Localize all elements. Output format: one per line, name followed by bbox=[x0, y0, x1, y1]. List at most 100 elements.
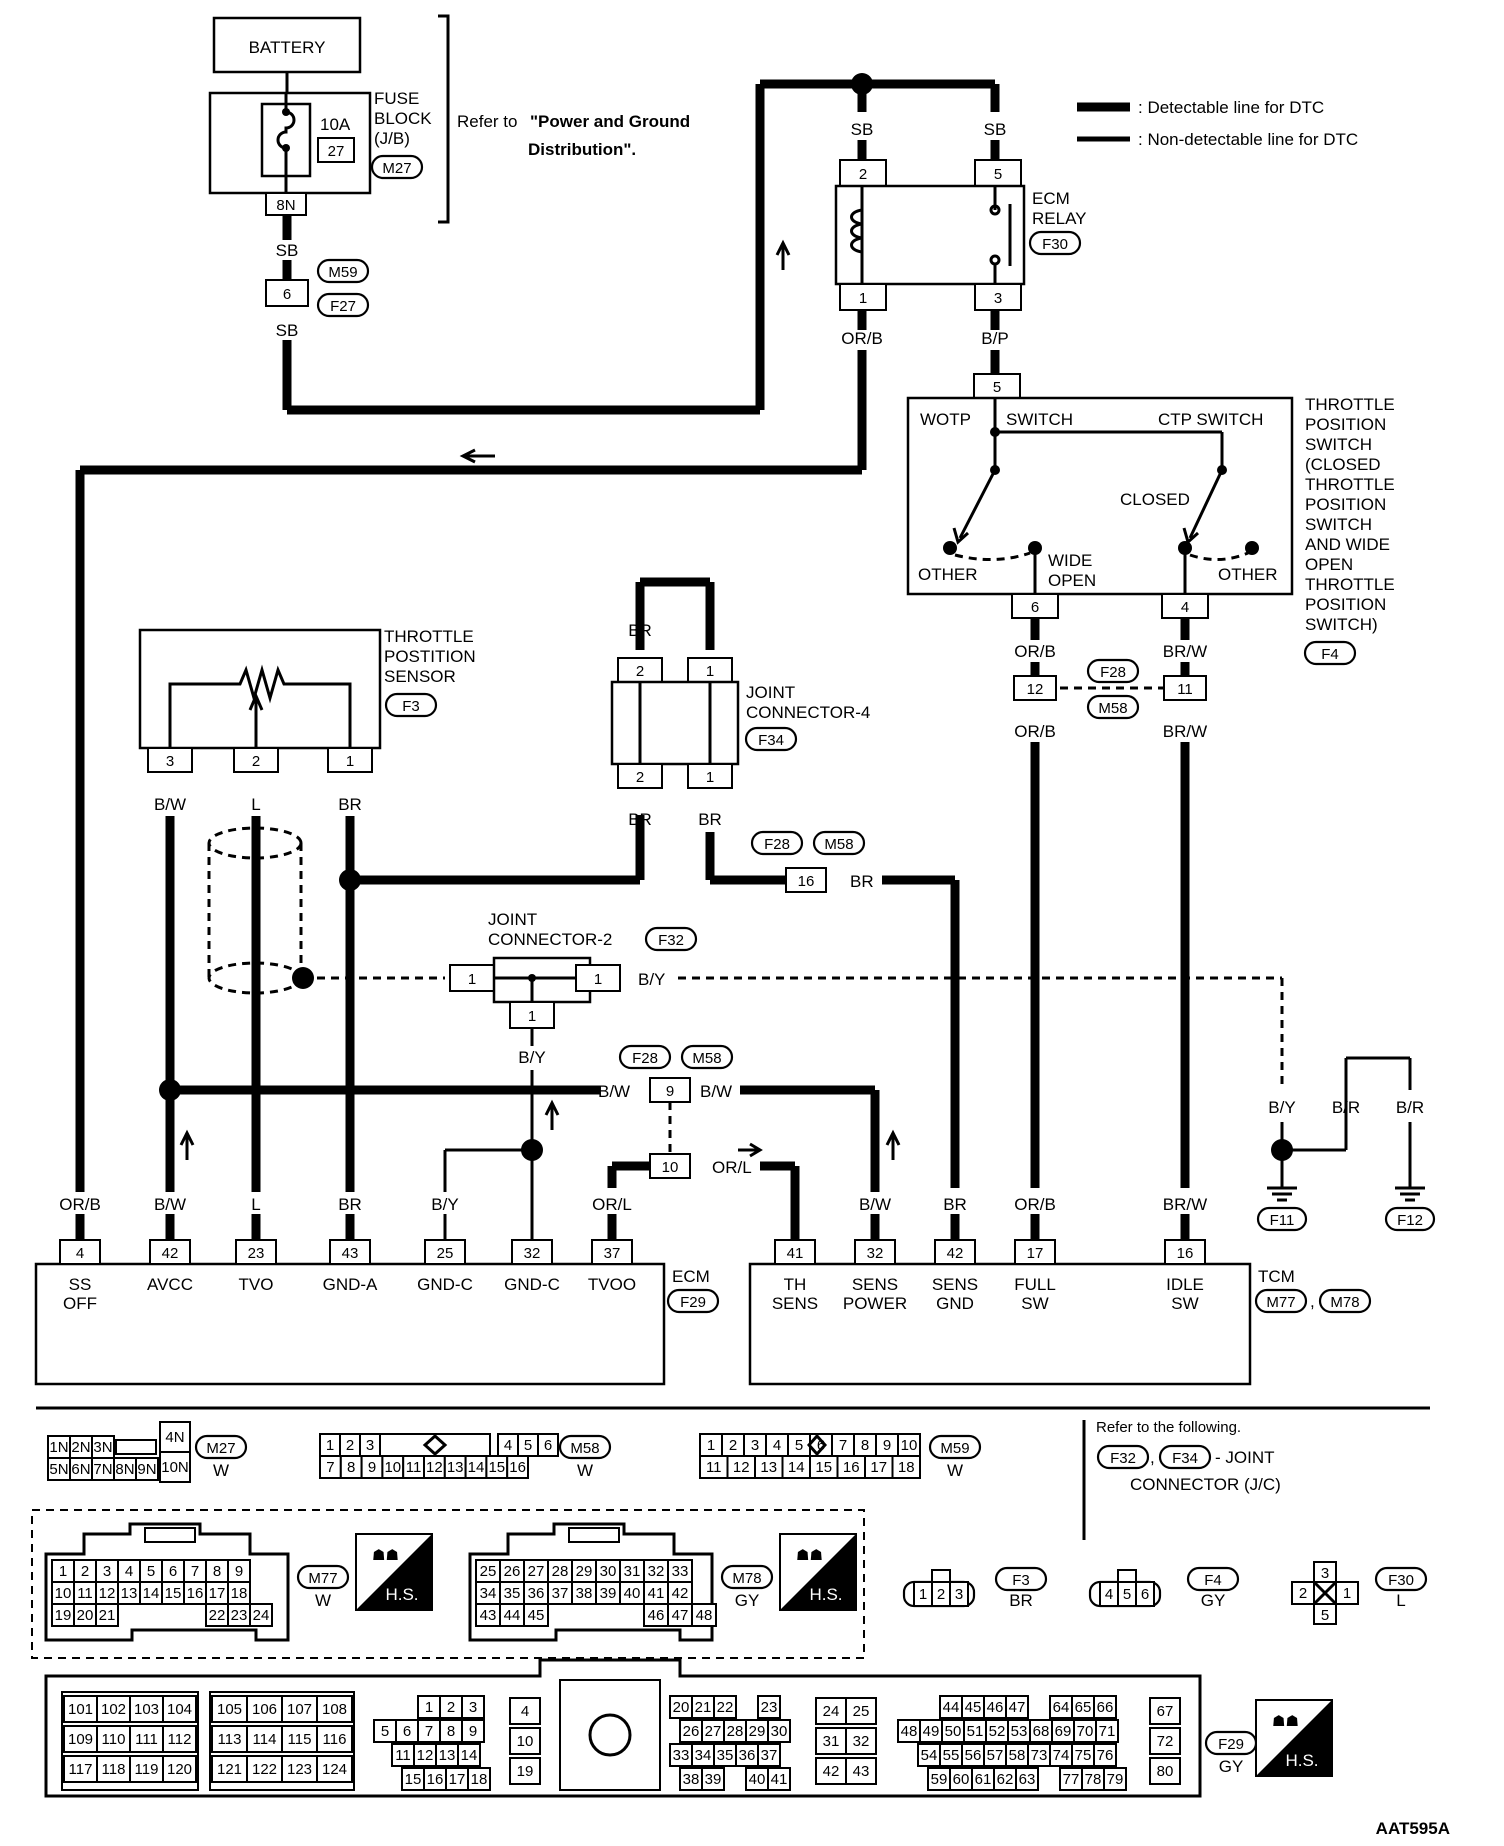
f29-cell-no: 43 bbox=[853, 1763, 870, 1780]
refer-f32 bbox=[1096, 1444, 1150, 1470]
f29-cell-no: 14 bbox=[461, 1747, 478, 1764]
m58-cell-no: 2 bbox=[346, 1437, 354, 1454]
f29-cell-no: 26 bbox=[683, 1723, 700, 1740]
hs-icon-2: ☗☗ bbox=[796, 1547, 823, 1564]
svg-text:H.S.: H.S. bbox=[809, 1585, 842, 1604]
m78-conn-text: M78 bbox=[732, 1570, 761, 1587]
battery-box bbox=[212, 16, 362, 74]
f29-cell-no: 37 bbox=[761, 1747, 778, 1764]
ground-icon-2 bbox=[1395, 1186, 1425, 1202]
diagram-id: AAT595A bbox=[1376, 1819, 1450, 1838]
wire-br-16: BR bbox=[850, 872, 874, 891]
m59-cell-no: 12 bbox=[733, 1459, 750, 1476]
f29-cell bbox=[757, 1695, 781, 1719]
f29-cell-no: 18 bbox=[471, 1771, 488, 1788]
f29-cell-no: 55 bbox=[943, 1747, 960, 1764]
tpsen-pin-3: 3 bbox=[166, 753, 174, 770]
f29-cell-no: 104 bbox=[167, 1701, 192, 1718]
f29-cell-no: 42 bbox=[823, 1763, 840, 1780]
svg-text:B/Y: B/Y bbox=[431, 1195, 458, 1214]
f29-cell-no: 6 bbox=[403, 1723, 411, 1740]
hs-badge-m78: ☗☗ H.S. bbox=[779, 1533, 857, 1611]
m77-cell-no: 11 bbox=[77, 1585, 93, 1602]
f29-cell-no: 8 bbox=[447, 1723, 455, 1740]
f29-cell bbox=[1095, 1719, 1119, 1743]
tcm-pin-name: SENS bbox=[932, 1275, 978, 1294]
m77-cell-no: 19 bbox=[55, 1607, 72, 1624]
svg-text:SWITCH): SWITCH) bbox=[1305, 615, 1378, 634]
wire-br-j4-top: BR bbox=[628, 621, 652, 640]
m59-cell-no: 9 bbox=[883, 1437, 891, 1454]
f29-cell bbox=[1015, 1767, 1039, 1791]
f3-cell-no: 1 bbox=[919, 1586, 927, 1603]
m77-cell-no: 5 bbox=[147, 1563, 155, 1580]
f29-cell bbox=[713, 1695, 737, 1719]
f4-cell bbox=[1135, 1581, 1155, 1607]
ecm-relay: 2 5 1 3 ECM RELAY F30 bbox=[834, 140, 1087, 311]
f29-cell-no: 58 bbox=[1009, 1747, 1026, 1764]
f29-cell-no: 120 bbox=[167, 1761, 192, 1778]
inline-6-conn-bottom: F27 bbox=[330, 298, 356, 315]
inline-m58-c: M58 bbox=[692, 1050, 721, 1067]
m77-cell-no: 15 bbox=[165, 1585, 182, 1602]
fuse-icon bbox=[276, 92, 296, 196]
f29-cell-no: 103 bbox=[134, 1701, 159, 1718]
m78-cell-no: 46 bbox=[648, 1607, 665, 1624]
refer-f34-text: F34 bbox=[1172, 1450, 1198, 1467]
svg-text:POSITION: POSITION bbox=[1305, 495, 1386, 514]
f29-cell bbox=[211, 1755, 248, 1783]
m58-cell-no: 9 bbox=[368, 1459, 376, 1476]
inline-6-pin: 6 bbox=[283, 286, 291, 303]
f29-cell-no: 65 bbox=[1075, 1699, 1092, 1716]
svg-text:4N: 4N bbox=[165, 1429, 184, 1446]
f29-cell-no: 20 bbox=[673, 1699, 690, 1716]
m78-cell-no: 40 bbox=[624, 1585, 641, 1602]
tcm-pin-no: 41 bbox=[787, 1245, 804, 1262]
j2-pin-bot: 1 bbox=[528, 1008, 536, 1025]
f29-cell-no: 101 bbox=[68, 1701, 93, 1718]
wire-brw-f4: BR/W bbox=[1163, 642, 1207, 661]
m78-cell-no: 45 bbox=[528, 1607, 545, 1624]
m27-conn-text: M27 bbox=[206, 1440, 235, 1457]
f29-outline bbox=[44, 1658, 1202, 1798]
ecm-pin-name: TVOO bbox=[588, 1275, 636, 1294]
wire-bp: B/P bbox=[981, 329, 1008, 348]
m78-cell-no: 37 bbox=[552, 1585, 569, 1602]
f29-cell bbox=[281, 1695, 318, 1723]
f30-conn-text: F30 bbox=[1388, 1572, 1414, 1589]
f29-cell-no: 53 bbox=[1011, 1723, 1028, 1740]
tcm-pin-42 bbox=[934, 1239, 976, 1265]
m27-color: W bbox=[213, 1461, 229, 1480]
svg-text:10: 10 bbox=[517, 1733, 534, 1750]
svg-text:1: 1 bbox=[1343, 1585, 1351, 1602]
m77-cell-no: 6 bbox=[169, 1563, 177, 1580]
f29-cell bbox=[757, 1743, 781, 1767]
wire-sb-3: SB bbox=[851, 120, 874, 139]
tcm-pin-name: GND bbox=[936, 1294, 974, 1313]
ecm-pins: 4SSOFF42AVCC23TVO43GND-A25GND-C32GND-C37… bbox=[59, 1239, 636, 1313]
tcm-pin-name: SW bbox=[1171, 1294, 1198, 1313]
f29-cell-no: 107 bbox=[287, 1701, 312, 1718]
tcm-pin-no: 32 bbox=[867, 1245, 884, 1262]
svg-text:OR/L: OR/L bbox=[592, 1195, 632, 1214]
m27-conn bbox=[194, 1434, 248, 1460]
m77-cell-no: 1 bbox=[59, 1563, 67, 1580]
refer-f32-text: F32 bbox=[1110, 1450, 1136, 1467]
svg-text:BR: BR bbox=[943, 1195, 967, 1214]
svg-text:OPEN: OPEN bbox=[1305, 555, 1353, 574]
f29-cell-no: 62 bbox=[997, 1771, 1014, 1788]
ecm-pin-4 bbox=[59, 1239, 101, 1265]
joint2-label-1: JOINT bbox=[488, 910, 537, 929]
refer-line1: Refer to the following. bbox=[1096, 1419, 1241, 1436]
m77-cell-no: 10 bbox=[55, 1585, 72, 1602]
ecm-pin-25 bbox=[424, 1239, 466, 1265]
tps-ctp: CTP SWITCH bbox=[1158, 410, 1263, 429]
f29-cell bbox=[845, 1757, 877, 1785]
relay-pin-3: 3 bbox=[994, 290, 1002, 307]
svg-text:BR/W: BR/W bbox=[1163, 1195, 1207, 1214]
m58-cell-no: 8 bbox=[347, 1459, 355, 1476]
m78-cell-no: 28 bbox=[552, 1563, 569, 1580]
m58-cell-no: 6 bbox=[544, 1437, 552, 1454]
ecm-pin-name: AVCC bbox=[147, 1275, 193, 1294]
f29-cell-no: 118 bbox=[102, 1761, 126, 1778]
